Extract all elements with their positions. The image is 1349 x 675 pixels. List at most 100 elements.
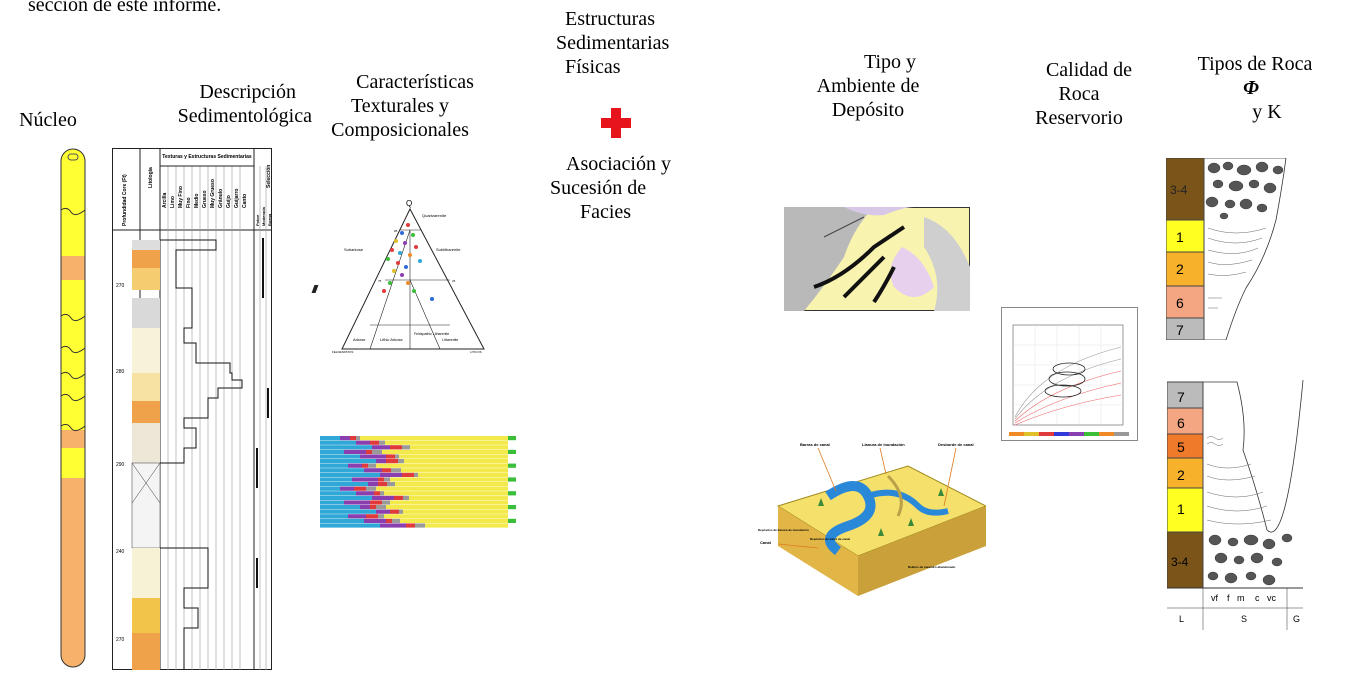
- grain-scale-label: vf: [1211, 593, 1219, 603]
- composition-bar-segment: [370, 440, 379, 445]
- log-grain-col: Guijarro: [234, 189, 240, 208]
- composition-bar-segment: [348, 463, 362, 468]
- composition-bar-segment: [403, 495, 409, 500]
- composition-bar-segment: [399, 454, 508, 459]
- composition-bar-segment: [364, 518, 386, 523]
- composition-bar-segment: [380, 491, 384, 496]
- header-estructuras: Estructuras Sedimentarias Físicas: [548, 7, 708, 79]
- composition-bar-segment: [354, 486, 366, 491]
- composition-bar-segment: [406, 523, 415, 528]
- header-nucleo-text: Núcleo: [19, 109, 77, 131]
- block-label: Depósitos de barra de canal: [810, 537, 850, 541]
- composition-bar-segment: [320, 491, 356, 496]
- composition-bar-segment: [395, 482, 508, 487]
- composition-bar-segment: [366, 514, 378, 519]
- composition-bar-segment: [382, 468, 391, 473]
- phi-symbol: Φ: [1243, 77, 1259, 99]
- log-group-header: Texturas y Estructuras Sedimentarias: [162, 154, 252, 160]
- composition-bars: [308, 432, 522, 536]
- composition-bar-segment: [508, 518, 516, 523]
- composition-bar-segment: [386, 505, 508, 510]
- composition-bar-segment: [415, 523, 425, 528]
- rock-type-column-lower: 7 6 5 2 1 3-4 vf f m c vc L S: [1166, 379, 1307, 630]
- composition-bar-segment: [370, 505, 376, 510]
- composition-bar-segment: [356, 436, 360, 441]
- composition-bar-segment: [384, 491, 508, 496]
- log-grain-col: Grueso: [202, 190, 208, 208]
- rock-type-label: 2: [1177, 467, 1185, 483]
- composition-bar-segment: [368, 482, 378, 487]
- composition-bar-segment: [398, 459, 404, 464]
- grain-scale-label: m: [1237, 593, 1245, 603]
- composition-bar-segment: [508, 449, 516, 454]
- ternary-region: Litharenite: [442, 338, 458, 342]
- rock-type-label: 3-4: [1170, 183, 1188, 197]
- tick-mark: [311, 285, 319, 293]
- log-litologia-header: Litología: [148, 167, 154, 188]
- paleogeographic-map: [784, 207, 970, 311]
- block-label: Barras de canal: [800, 442, 830, 447]
- log-depth-header: Profundidad Core (Ft): [122, 174, 128, 226]
- composition-bar-segment: [386, 518, 392, 523]
- log-grain-col: Arcilla: [162, 192, 168, 208]
- composition-bar-segment: [386, 459, 398, 464]
- composition-bar-segment: [372, 445, 390, 450]
- header-line: Calidad de: [1045, 59, 1133, 81]
- composition-bar-segment: [320, 468, 364, 473]
- composition-bar-segment: [320, 514, 348, 519]
- rock-type-label: 3-4: [1171, 555, 1189, 569]
- header-calidad: Calidad de Roca Reservorio: [1004, 58, 1154, 130]
- composition-bar-segment: [400, 518, 508, 523]
- composition-bar-segment: [320, 440, 356, 445]
- ternary-tick: 75: [378, 279, 382, 283]
- composition-bar-segment: [320, 436, 340, 441]
- header-line: Depósito: [831, 99, 905, 121]
- header-line: Tipo y: [863, 51, 917, 73]
- log-grain-col: Muy Fino: [178, 186, 184, 208]
- block-label: Depósitos de llanura de inundación: [758, 528, 809, 532]
- composition-bar-segment: [387, 482, 395, 487]
- log-depth-tick: 290: [116, 462, 125, 468]
- grain-scale-label: c: [1255, 593, 1260, 603]
- composition-bar-segment: [390, 500, 508, 505]
- composition-bar-segment: [340, 486, 354, 491]
- composition-bar-segment: [414, 472, 418, 477]
- reservoir-quality-plot: [1001, 307, 1138, 441]
- log-depth-tick: 240: [116, 549, 125, 555]
- composition-bar-segment: [340, 436, 350, 441]
- log-seleccion-header: Selección: [266, 165, 272, 188]
- rock-type-label: 1: [1176, 229, 1184, 245]
- composition-bar-segment: [360, 505, 370, 510]
- rock-type-label: 1: [1177, 501, 1185, 517]
- composition-bar-segment: [402, 472, 414, 477]
- header-line: Texturales y: [350, 95, 449, 117]
- composition-bar-segment: [386, 454, 395, 459]
- composition-bar-segment: [382, 500, 390, 505]
- composition-bar-segment: [348, 514, 366, 519]
- rock-type-label: 5: [1177, 439, 1185, 455]
- ternary-diagram: Q Quartzarenite Subarkose Sublitharenite…: [330, 195, 490, 355]
- base-label: S: [1241, 614, 1247, 624]
- base-label: G: [1293, 614, 1300, 624]
- composition-bar-segment: [390, 509, 399, 514]
- composition-bar-segment: [356, 491, 374, 496]
- composition-bar-segment: [320, 486, 340, 491]
- composition-bar-segment: [380, 472, 402, 477]
- composition-bar-segment: [392, 518, 400, 523]
- composition-bar-segment: [508, 477, 516, 482]
- header-line: Tipos de Roca: [1197, 53, 1313, 75]
- log-depth-tick: 270: [116, 637, 125, 643]
- composition-bar-segment: [320, 509, 376, 514]
- ternary-region: Subarkose: [344, 247, 364, 252]
- sedimentological-log: Texturas y Estructuras Sedimentarias Pro…: [112, 148, 272, 670]
- composition-bar-segment: [378, 477, 384, 482]
- block-label: Llanura de inundación: [862, 442, 905, 447]
- log-grain-col: Guijo: [226, 195, 232, 208]
- composition-bar-segment: [425, 523, 508, 528]
- composition-bar-segment: [409, 495, 508, 500]
- composition-bar-segment: [368, 463, 376, 468]
- composition-bar-segment: [356, 440, 370, 445]
- header-line: Descripción: [199, 81, 296, 103]
- composition-bar-segment: [508, 505, 516, 510]
- composition-bar-segment: [320, 454, 360, 459]
